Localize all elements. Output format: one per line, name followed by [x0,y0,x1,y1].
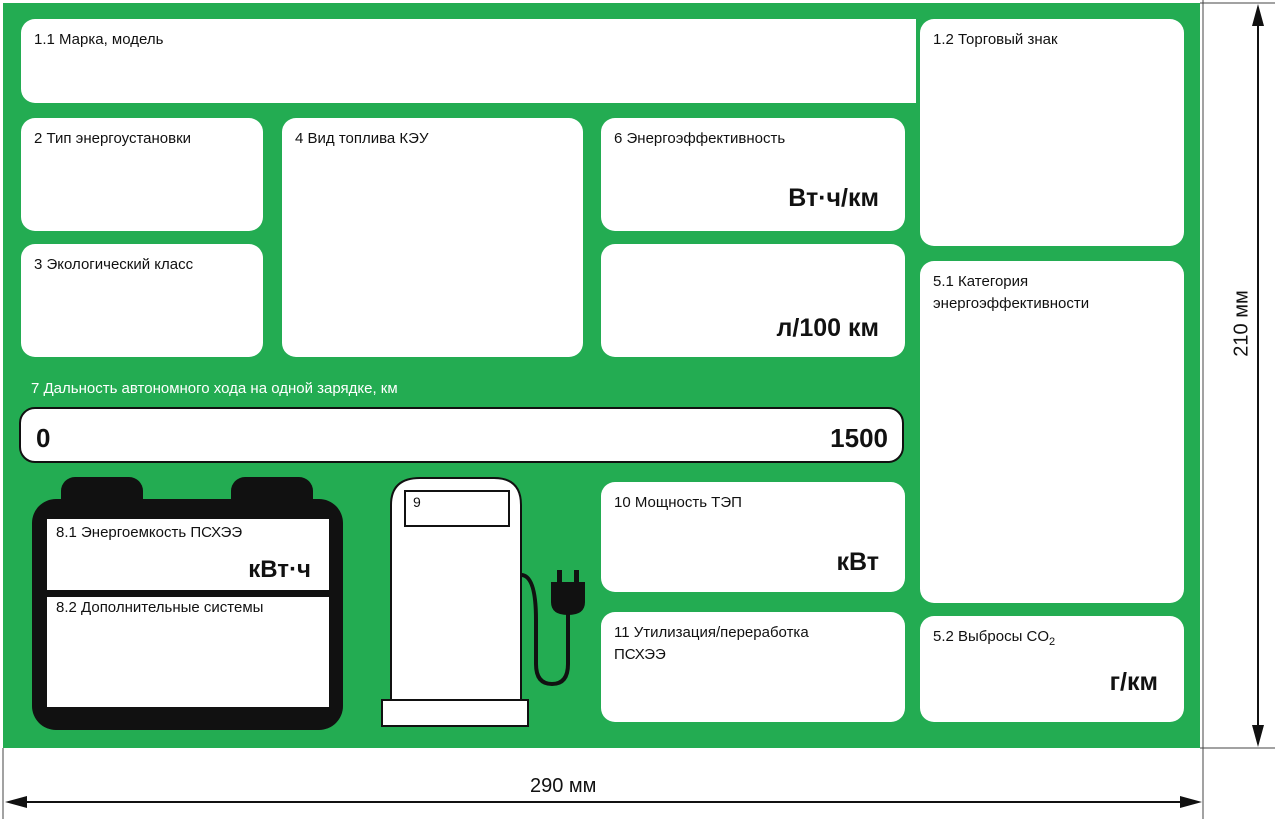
efficiency-unit-secondary: л/100 км [776,314,880,342]
trademark-box: 1.2 Торговый знак [920,19,1184,246]
powertrain-type-label: 2 Тип энергоустановки [34,130,192,147]
battery-capacity-label: 8.1 Энергоемкость ПСХЭЭ [56,524,243,541]
efficiency-unit-primary: Вт·ч/км [788,184,879,212]
range-max: 1500 [830,423,888,453]
fuel-type-box: 4 Вид топлива КЭУ [282,118,583,357]
efficiency-secondary-box: л/100 км [601,244,905,357]
range-bar: 0 1500 [19,407,904,463]
motor-power-unit: кВт [836,548,879,576]
efficiency-category-label: 5.1 Категория энергоэффективности [933,273,1090,312]
co2-unit: г/км [1109,668,1158,696]
width-dimension: 290 мм [530,775,597,797]
range-label: 7 Дальность автономного хода на одной за… [31,380,398,397]
co2-box: 5.2 Выбросы CO2 г/км [920,616,1184,722]
recycling-box: 11 Утилизация/переработка ПСХЭЭ [601,612,905,722]
eco-class-label: 3 Экологический класс [34,256,194,273]
fuel-type-label: 4 Вид топлива КЭУ [295,130,429,147]
co2-label: 5.2 Выбросы CO2 [933,628,1056,648]
range-min: 0 [36,423,51,453]
energy-efficiency-label: 6 Энергоэффективность [614,130,786,147]
energy-efficiency-box: 6 Энергоэффективность Вт·ч/км [601,118,905,231]
trademark-label: 1.2 Торговый знак [933,31,1058,48]
brand-model-box: 1.1 Марка, модель [21,19,916,103]
recycling-label: 11 Утилизация/переработка ПСХЭЭ [614,624,809,663]
charger-label: 9 [413,494,421,510]
additional-systems-label: 8.2 Дополнительные системы [56,599,264,616]
battery-capacity-unit: кВт·ч [248,556,311,583]
powertrain-type-box: 2 Тип энергоустановки [21,118,263,231]
eco-class-box: 3 Экологический класс [21,244,263,357]
efficiency-category-box: 5.1 Категория энергоэффективности [920,261,1184,603]
motor-power-box: 10 Мощность ТЭП кВт [601,482,905,592]
height-dimension: 210 мм [1230,290,1253,357]
motor-power-label: 10 Мощность ТЭП [614,494,742,511]
brand-model-label: 1.1 Марка, модель [34,31,164,48]
